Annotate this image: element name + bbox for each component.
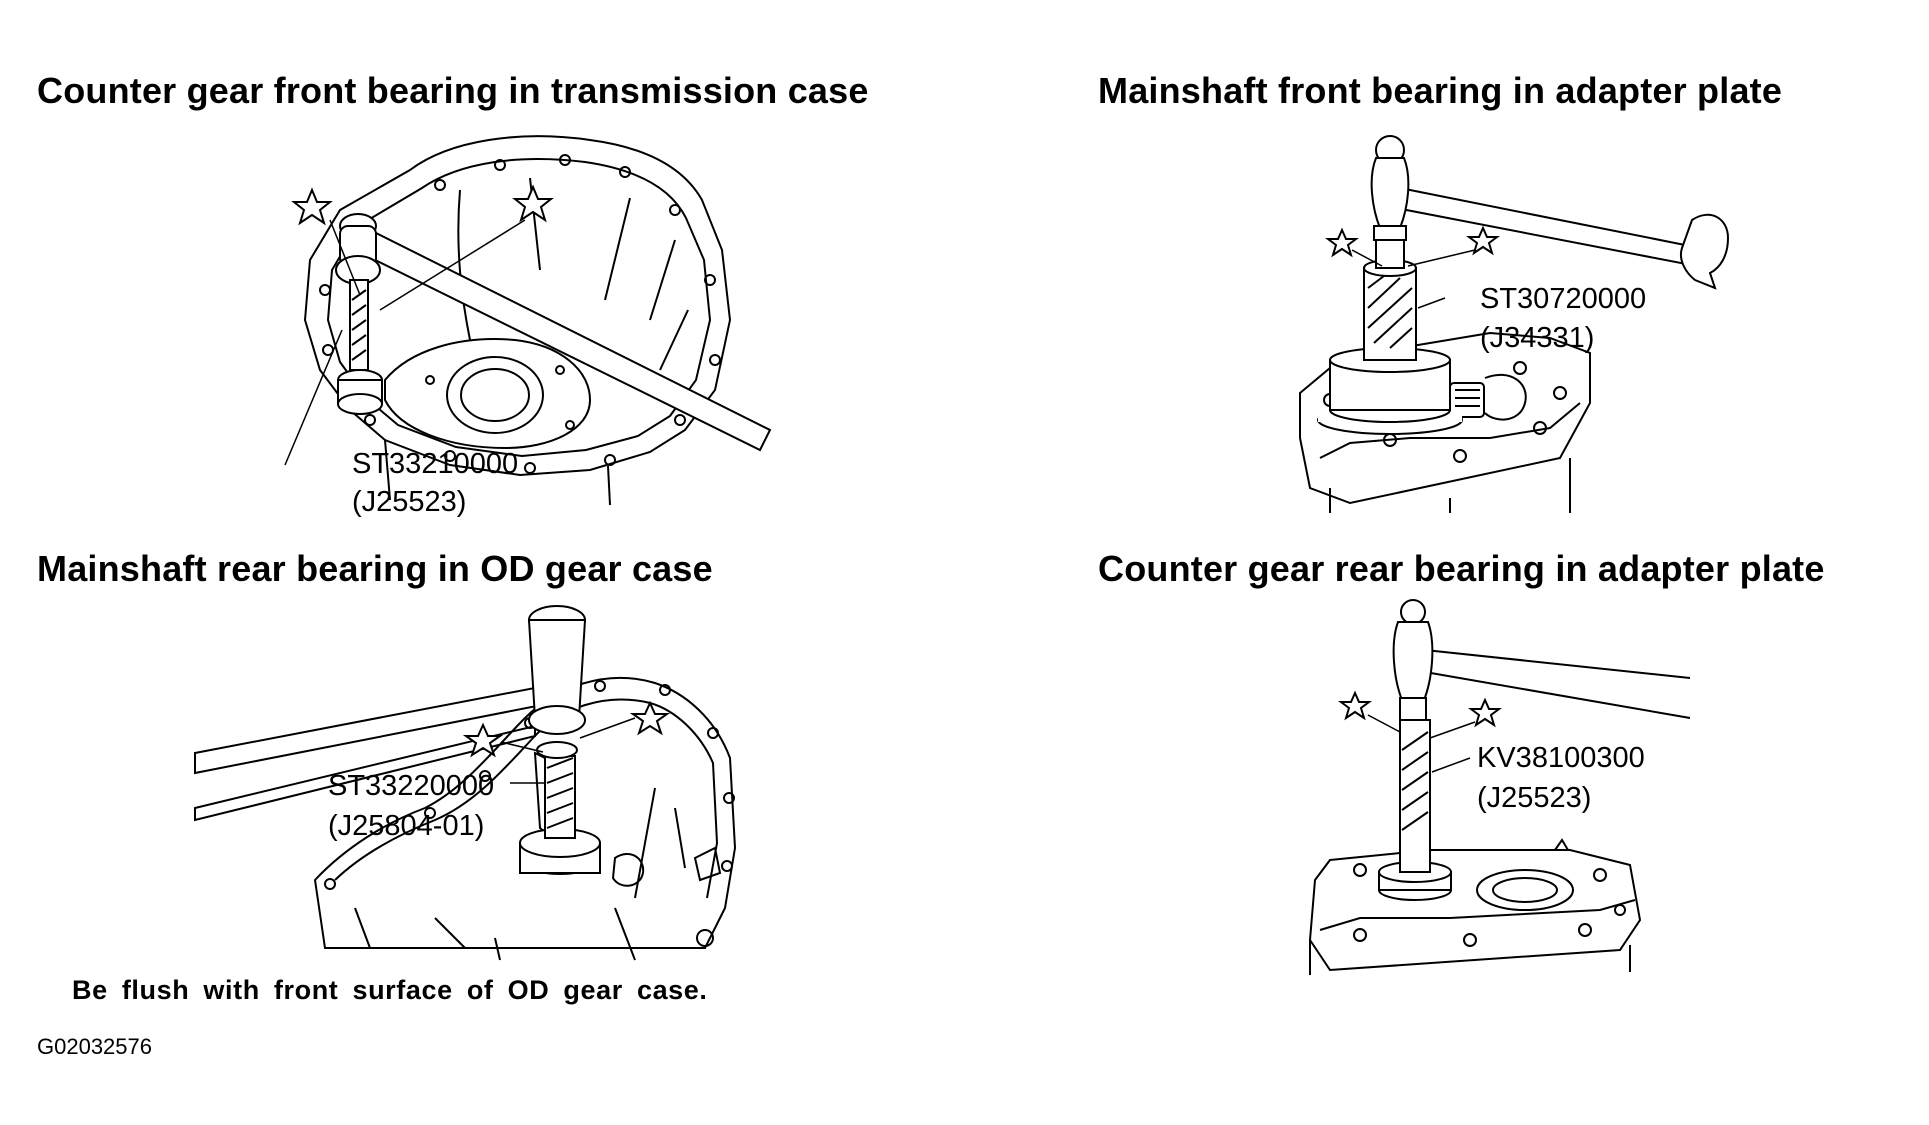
od-gear-case-drawing: [315, 678, 735, 960]
star-marker-icon: [466, 703, 667, 755]
hammer-icon: [195, 606, 585, 820]
panel-1-title: Counter gear front bearing in transmissi…: [37, 70, 869, 111]
adapter-plate-drawing: [1310, 840, 1640, 975]
panel-4-title: Counter gear rear bearing in adapter pla…: [1098, 548, 1825, 589]
bearing-drift-icon: [338, 280, 382, 414]
panel-3-illustration: [235, 608, 745, 960]
hammer-icon: [1372, 136, 1728, 288]
hammer-icon: [336, 214, 770, 450]
panel-1-illustration: [290, 130, 780, 510]
bearing-drift-icon: [1318, 238, 1462, 434]
bearing-drift-icon: [1379, 720, 1451, 900]
panel-4-illustration: [1300, 600, 1700, 980]
panel-4-tool-code: KV38100300: [1477, 742, 1645, 774]
panel-1-tool-alt: (J25523): [352, 486, 467, 518]
panel-3-tool-alt: (J25804-01): [328, 810, 485, 842]
panel-2-title: Mainshaft front bearing in adapter plate: [1098, 70, 1783, 111]
panel-3-title: Mainshaft rear bearing in OD gear case: [37, 548, 713, 589]
star-marker-icon: [1341, 693, 1499, 725]
panel-3-tool-code: ST33220000: [328, 770, 495, 802]
bearing-drift-icon: [520, 756, 600, 874]
star-marker-icon: [294, 187, 551, 223]
panel-2-tool-alt: (J34331): [1480, 322, 1595, 354]
star-marker-icon: [1328, 228, 1497, 255]
figure-id: G02032576: [37, 1034, 152, 1059]
transmission-case-drawing: [305, 136, 730, 505]
panel-1-tool-code: ST33210000: [352, 448, 519, 480]
hammer-icon: [1394, 600, 1690, 720]
panel-4-tool-alt: (J25523): [1477, 782, 1592, 814]
panel-2-illustration: [1290, 138, 1730, 513]
panel-2-tool-code: ST30720000: [1480, 283, 1647, 315]
flush-note: Be flush with front surface of OD gear c…: [72, 975, 708, 1005]
